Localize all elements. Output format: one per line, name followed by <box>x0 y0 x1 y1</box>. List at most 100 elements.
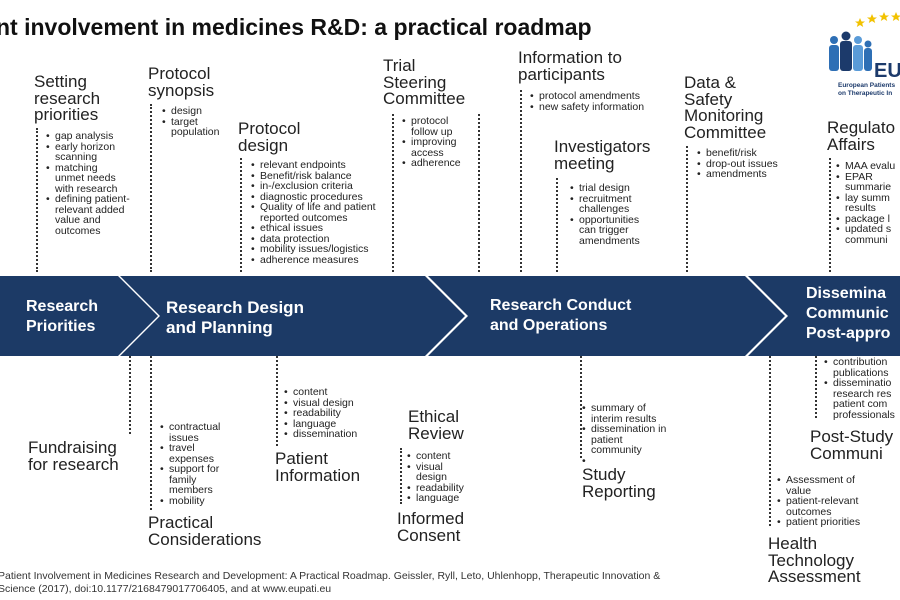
dotted-connector <box>520 90 522 272</box>
stage-heading: Data & Safety Monitoring Committee <box>684 73 767 142</box>
list-item: updated s communi <box>836 224 895 245</box>
phase-arrow <box>428 276 785 356</box>
list-item: gap analysis <box>46 131 130 142</box>
phase-label: Research Design and Planning <box>166 298 304 337</box>
list-item: patient priorities <box>777 517 860 528</box>
dotted-connector <box>129 356 131 434</box>
list-item: visual design <box>284 397 357 409</box>
list-item: readability <box>407 482 464 494</box>
list-item: ethical issues <box>251 223 376 234</box>
dotted-connector <box>686 146 688 272</box>
stage-heading: Patient Information <box>275 449 361 485</box>
stage-heading: Setting research priorities <box>34 72 101 124</box>
list-item: relevant endpoints <box>251 160 376 171</box>
list-item: benefit/risk <box>697 148 778 159</box>
dotted-connector <box>240 158 242 272</box>
stage-item-list: contribution publications disseminatio r… <box>824 357 895 420</box>
list-item: in-/exclusion criteria <box>251 181 376 192</box>
dotted-connector <box>392 114 394 272</box>
list-item: drop-out issues <box>697 158 778 170</box>
stage-item-list: trial design recruitment challenges oppo… <box>570 183 640 246</box>
stage-heading: Investigators meeting <box>554 137 651 173</box>
stage-item-list: content visual design readability langua… <box>407 451 464 504</box>
list-item: language <box>284 418 357 430</box>
phase-arrow <box>120 276 465 356</box>
list-item: trial design <box>570 183 640 194</box>
list-item: defining patient- relevant added value a… <box>46 194 130 236</box>
stage-heading: Informed Consent <box>397 509 465 545</box>
dotted-connector <box>150 356 152 510</box>
list-item: early horizon scanning <box>46 141 130 163</box>
dotted-connector <box>276 356 278 446</box>
list-item: diagnostic procedures <box>251 191 376 203</box>
list-item: protocol amendments <box>530 91 644 102</box>
dotted-connector <box>150 104 152 272</box>
stage-item-list: relevant endpoints Benefit/risk balance … <box>251 160 376 265</box>
list-item: content <box>407 451 464 462</box>
list-item: EPAR summarie <box>836 171 895 193</box>
stage-item-list: design target population <box>162 106 219 138</box>
stage-heading: Protocol design <box>238 119 301 155</box>
list-item: data protection <box>251 233 376 245</box>
list-item: amendments <box>697 169 778 180</box>
list-item: dissemination <box>284 429 357 440</box>
logo-subtitle: European Patients on Therapeutic In <box>838 82 896 97</box>
list-item: recruitment challenges <box>570 193 640 215</box>
list-item: MAA evalu <box>836 161 895 172</box>
stage-heading: Health Technology Assessment <box>768 534 861 586</box>
stage-item-list: protocol amendments new safety informati… <box>530 91 644 112</box>
dotted-connector <box>829 158 831 272</box>
stage-heading: Fundraising for research <box>28 438 119 474</box>
stage-heading: Trial Steering Committee <box>383 56 466 108</box>
logo-text: EU <box>874 60 900 82</box>
list-item: summary of interim results <box>582 403 666 424</box>
stage-heading: Ethical Review <box>408 407 464 443</box>
dotted-connector <box>556 178 558 272</box>
list-item: mobility issues/logistics <box>251 244 376 255</box>
list-item: protocol follow up <box>402 116 461 137</box>
list-item: adherence measures <box>251 254 376 266</box>
stage-item-list: Assessment of value patient-relevant out… <box>777 475 860 528</box>
list-item: contribution publications <box>824 357 895 378</box>
list-item: opportunities can trigger amendments <box>570 214 640 247</box>
stage-item-list: content visual design readability langua… <box>284 387 357 440</box>
list-item: dissemination in patient community <box>582 424 666 456</box>
stage-heading: Practical Considerations <box>148 513 262 549</box>
stage-heading: Protocol synopsis <box>148 64 215 100</box>
logo-people-icon <box>829 31 872 71</box>
dotted-connector <box>769 356 771 526</box>
list-item: matching unmet needs with research <box>46 162 130 195</box>
phase-label: Research Priorities <box>26 298 99 335</box>
list-item: Quality of life and patient reported out… <box>251 202 376 223</box>
list-item: content <box>284 387 357 398</box>
list-item: disseminatio research res patient com pr… <box>824 378 895 420</box>
list-item: mobility <box>160 495 220 507</box>
phase-arrow <box>748 276 900 356</box>
dotted-connector <box>580 356 582 458</box>
stage-item-list: benefit/risk drop-out issues amendments <box>697 148 778 180</box>
list-item: target population <box>162 116 219 138</box>
stage-item-list: contractual issues travel expenses suppo… <box>160 422 220 506</box>
phase-label: Research Conduct and Operations <box>490 297 632 334</box>
page-title: nt involvement in medicines R&D: a pract… <box>0 14 592 40</box>
stage-item-list: summary of interim results dissemination… <box>582 403 666 466</box>
logo-stars-icon <box>855 12 900 27</box>
stage-heading: Regulato Affairs <box>827 118 896 154</box>
stage-heading: Study Reporting <box>582 465 656 501</box>
phase-band <box>0 276 900 356</box>
list-item: design <box>162 106 219 117</box>
list-item: package l <box>836 213 895 225</box>
list-item: support for family members <box>160 464 220 496</box>
list-item: contractual issues <box>160 422 220 443</box>
list-item: visual design <box>407 461 464 483</box>
dotted-connector <box>400 448 402 504</box>
stage-item-list: gap analysis early horizon scanning matc… <box>46 131 130 236</box>
list-item: travel expenses <box>160 443 220 464</box>
phase-arrow <box>0 276 158 356</box>
list-item: improving access <box>402 137 461 158</box>
list-item: Benefit/risk balance <box>251 170 376 182</box>
list-item: new safety information <box>530 101 644 113</box>
stage-heading: Information to participants <box>518 48 622 84</box>
stage-item-list: MAA evalu EPAR summarie lay summ results… <box>836 161 895 245</box>
citation-footer: Patient Involvement in Medicines Researc… <box>0 570 661 595</box>
